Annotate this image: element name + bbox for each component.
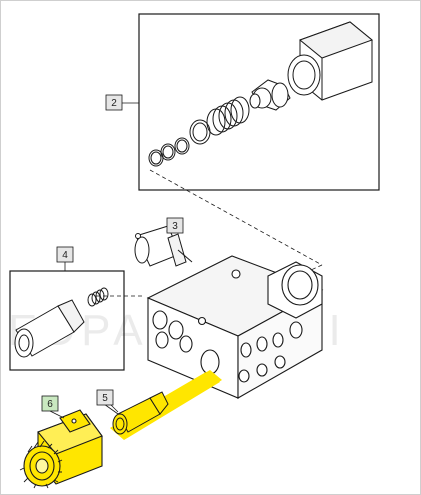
svg-text:6: 6 (47, 399, 53, 410)
svg-text:2: 2 (111, 98, 117, 109)
plunger-part (14, 299, 85, 358)
detail-box-2 (122, 13, 380, 191)
callout-2: 2 (105, 94, 123, 111)
small-spring (87, 287, 109, 307)
sleeve-part (287, 21, 373, 101)
leader-6 (49, 410, 65, 419)
spool-part (249, 79, 291, 111)
callout-4: 4 (56, 246, 74, 263)
cartridge-part-3 (134, 225, 193, 267)
svg-text:3: 3 (172, 221, 178, 232)
valve-block (146, 255, 324, 399)
seal-rings (148, 119, 211, 167)
solenoid-coil-part-6 (19, 409, 103, 489)
callout-5: 5 (96, 389, 114, 406)
spring-part (206, 96, 250, 136)
detail-box-4 (9, 262, 125, 371)
callout-3: 3 (166, 217, 184, 234)
cartridge-part-5 (103, 391, 169, 435)
svg-text:5: 5 (102, 393, 108, 404)
svg-text:4: 4 (62, 250, 68, 261)
callout-6: 6 (41, 395, 59, 412)
